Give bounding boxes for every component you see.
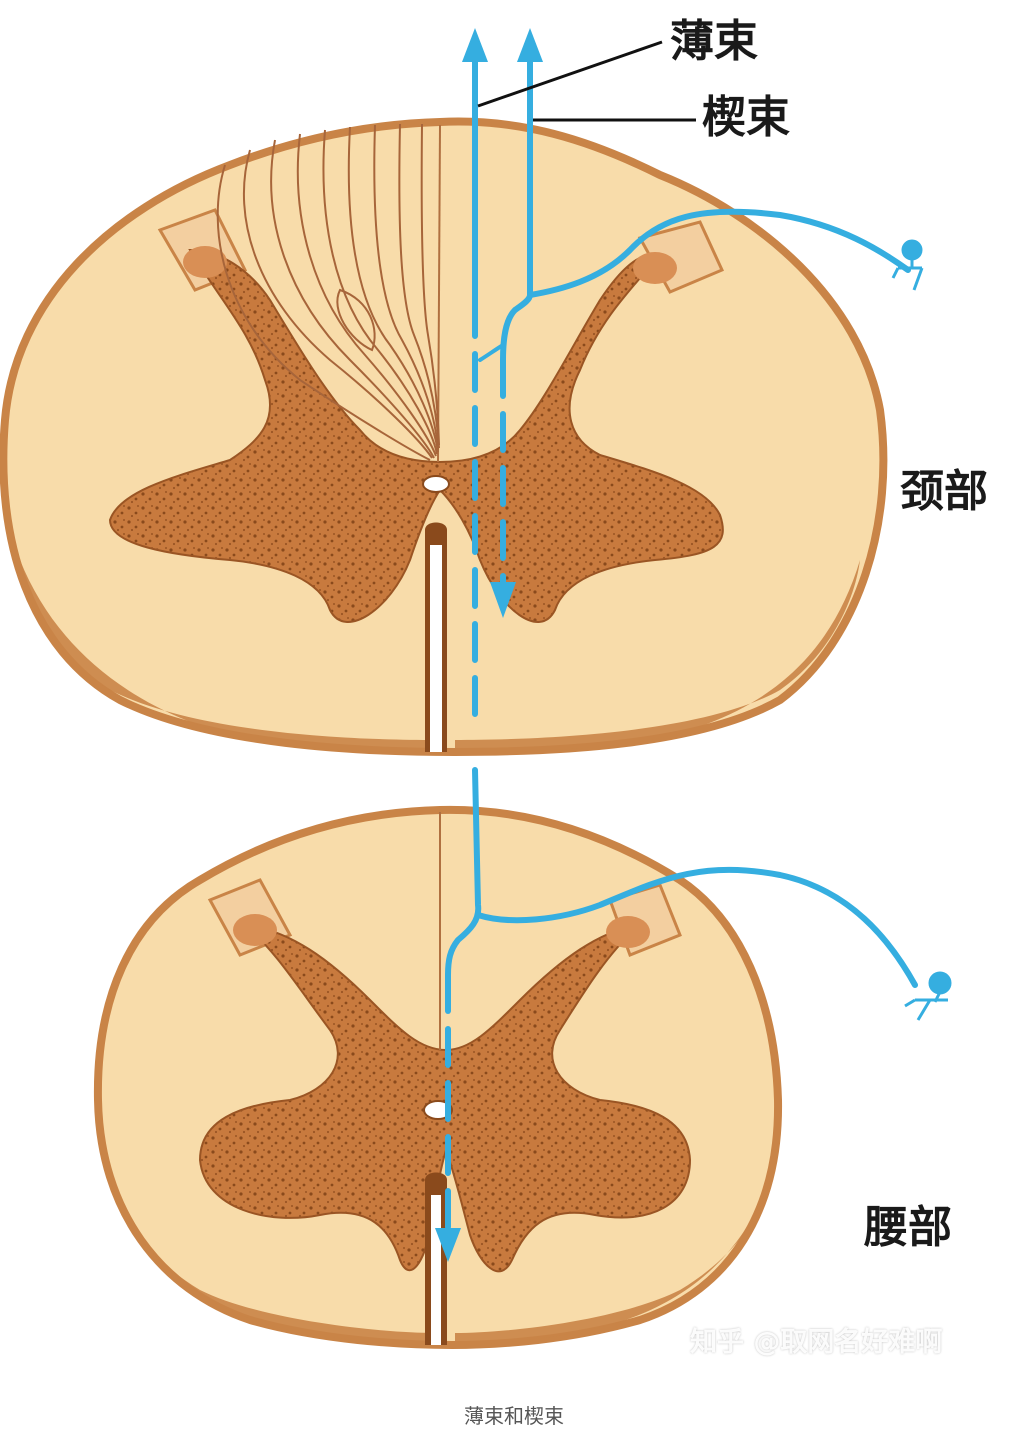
cervical-central-canal bbox=[422, 475, 450, 493]
gracilis-up-arrow bbox=[462, 28, 488, 62]
label-fasciculus-cuneatus: 楔束 bbox=[702, 92, 790, 143]
cervical-section bbox=[0, 117, 888, 757]
watermark: 知乎 @取网名好难啊 bbox=[690, 1327, 943, 1358]
cervical-down-arrow bbox=[490, 582, 516, 618]
arrowheads bbox=[435, 28, 543, 1262]
cervical-ganglion bbox=[901, 239, 923, 261]
dorsal-root-ganglia bbox=[891, 239, 952, 1021]
figure-caption: 薄束和楔束 bbox=[464, 1404, 564, 1428]
cuneatus-up-arrow bbox=[517, 28, 543, 62]
lumbar-section bbox=[93, 805, 783, 1350]
leader-lines bbox=[477, 40, 696, 122]
spinal-cord-diagram bbox=[0, 28, 952, 1350]
gracilis-leader-line bbox=[477, 40, 663, 108]
label-lumbar: 腰部 bbox=[864, 1202, 952, 1253]
label-fasciculus-gracilis: 薄束 bbox=[670, 16, 758, 67]
label-cervical: 颈部 bbox=[900, 466, 988, 517]
lumbar-ganglion bbox=[928, 971, 952, 995]
pathways bbox=[445, 35, 918, 1243]
lumbar-down-arrow bbox=[435, 1228, 461, 1262]
